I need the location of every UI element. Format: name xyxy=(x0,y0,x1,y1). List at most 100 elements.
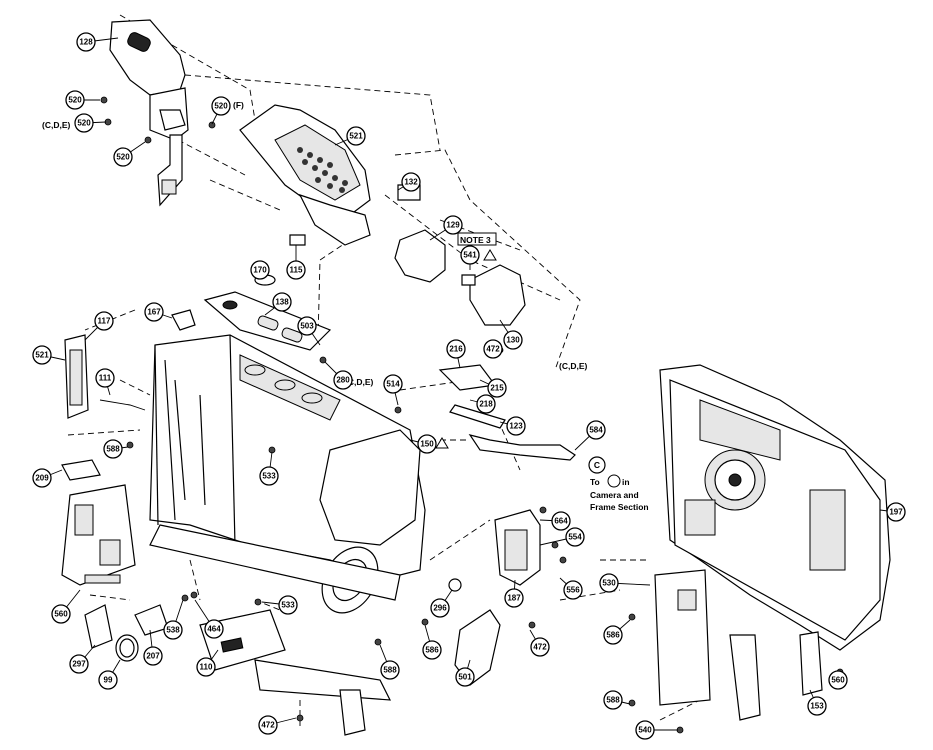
callout-bubble xyxy=(599,573,619,593)
lens-cover-parts xyxy=(394,184,526,326)
callout-label: 521 xyxy=(349,132,363,141)
callout-bubble xyxy=(828,670,848,690)
callout-label: 128 xyxy=(79,38,93,47)
top-bracket-assembly xyxy=(109,19,189,207)
callout-bubble xyxy=(422,640,442,660)
callout-label: 187 xyxy=(507,594,521,603)
note-cde-1: (C,D,E) xyxy=(42,120,71,130)
callout-bubble xyxy=(504,588,524,608)
callout-label: 138 xyxy=(275,298,289,307)
callout-label: 297 xyxy=(72,660,86,669)
note-f: (F) xyxy=(233,100,244,110)
warning-icon xyxy=(483,249,497,261)
note-cde-2: (C,D,E) xyxy=(345,377,374,387)
callout-bubble xyxy=(530,637,550,657)
ref-frame-section: Frame Section xyxy=(590,502,649,512)
main-chassis-frame xyxy=(149,334,426,614)
ref-to: To xyxy=(590,477,600,487)
callout-bubble xyxy=(76,32,96,52)
callout-label: 541 xyxy=(463,251,477,260)
callout-label: 503 xyxy=(300,322,314,331)
callout-label: 554 xyxy=(568,533,582,542)
callout-label: 584 xyxy=(589,426,603,435)
callout-bubble xyxy=(297,316,317,336)
callout-bubble xyxy=(32,468,52,488)
callout-bubble xyxy=(476,394,496,414)
callout-label: 520 xyxy=(214,102,228,111)
callout-bubble xyxy=(272,292,292,312)
callout-bubble xyxy=(113,147,133,167)
callout-label: 588 xyxy=(606,696,620,705)
callout-bubble xyxy=(74,113,94,133)
callout-label: 170 xyxy=(253,266,267,275)
callout-bubble xyxy=(417,434,437,454)
callout-bubble xyxy=(163,620,183,640)
flash-unit xyxy=(239,104,371,246)
callout-bubble xyxy=(103,439,123,459)
callout-bubble xyxy=(635,720,655,740)
callout-label: 296 xyxy=(433,604,447,613)
note-3: NOTE 3 xyxy=(460,235,491,245)
callout-bubble xyxy=(503,330,523,350)
callout-bubble xyxy=(563,580,583,600)
callout-bubble xyxy=(506,416,526,436)
callout-label: 586 xyxy=(425,646,439,655)
callout-bubble xyxy=(483,339,503,359)
callout-bubble xyxy=(144,302,164,322)
bottom-right-parts xyxy=(654,569,823,721)
callout-label: 501 xyxy=(458,673,472,682)
callout-bubble xyxy=(401,172,421,192)
callout-bubble xyxy=(278,595,298,615)
callout-label: 218 xyxy=(479,400,493,409)
callout-bubble xyxy=(259,466,279,486)
callout-label: 150 xyxy=(420,440,434,449)
callout-label: 538 xyxy=(166,626,180,635)
notes: (C,D,E) (F) (C,D,E) (C,D,E) NOTE 3 C To … xyxy=(42,100,649,512)
callout-bubble xyxy=(551,511,571,531)
callout-bubble xyxy=(250,260,270,280)
callout-bubble xyxy=(32,345,52,365)
callout-label: 99 xyxy=(104,676,113,685)
callout-label: 209 xyxy=(35,474,49,483)
screws xyxy=(100,96,844,734)
warning-icon-2 xyxy=(435,437,449,449)
callout-label: 588 xyxy=(383,666,397,675)
callout-bubble xyxy=(51,604,71,624)
callout-bubble xyxy=(95,368,115,388)
ref-c-letter: C xyxy=(594,460,600,470)
callout-bubble xyxy=(196,657,216,677)
top-panel-buttons xyxy=(171,274,332,351)
callout-label: 560 xyxy=(54,610,68,619)
callout-label: 540 xyxy=(638,726,652,735)
callout-label: 197 xyxy=(889,508,903,517)
callout-label: 521 xyxy=(35,351,49,360)
callout-bubble xyxy=(383,374,403,394)
callout-label: 111 xyxy=(99,374,112,383)
callout-bubble xyxy=(69,654,89,674)
callout-label: 129 xyxy=(446,221,460,230)
callout-label: 117 xyxy=(98,317,111,326)
callout-bubble xyxy=(586,420,606,440)
callout-label: 167 xyxy=(147,308,161,317)
callout-label: 664 xyxy=(554,517,568,526)
callout-bubble xyxy=(430,598,450,618)
callout-label: 533 xyxy=(262,472,276,481)
callout-label: 514 xyxy=(386,380,400,389)
callout-label: 123 xyxy=(509,422,523,431)
callout-label: 215 xyxy=(490,384,504,393)
callout-label: 132 xyxy=(404,178,418,187)
callout-label: 472 xyxy=(486,345,500,354)
ref-in: in xyxy=(622,477,630,487)
callout-bubble xyxy=(886,502,906,522)
callout-label: 110 xyxy=(200,663,213,672)
ref-camera-and: Camera and xyxy=(590,490,639,500)
part-callouts: 1285205205205205211321295411151301701671… xyxy=(32,32,906,740)
callout-label: 586 xyxy=(606,631,620,640)
callout-label: 556 xyxy=(566,586,580,595)
callout-label: 207 xyxy=(146,652,160,661)
callout-bubble xyxy=(211,96,231,116)
callout-label: 520 xyxy=(116,153,130,162)
callout-bubble xyxy=(807,696,827,716)
callout-bubble xyxy=(258,715,278,735)
